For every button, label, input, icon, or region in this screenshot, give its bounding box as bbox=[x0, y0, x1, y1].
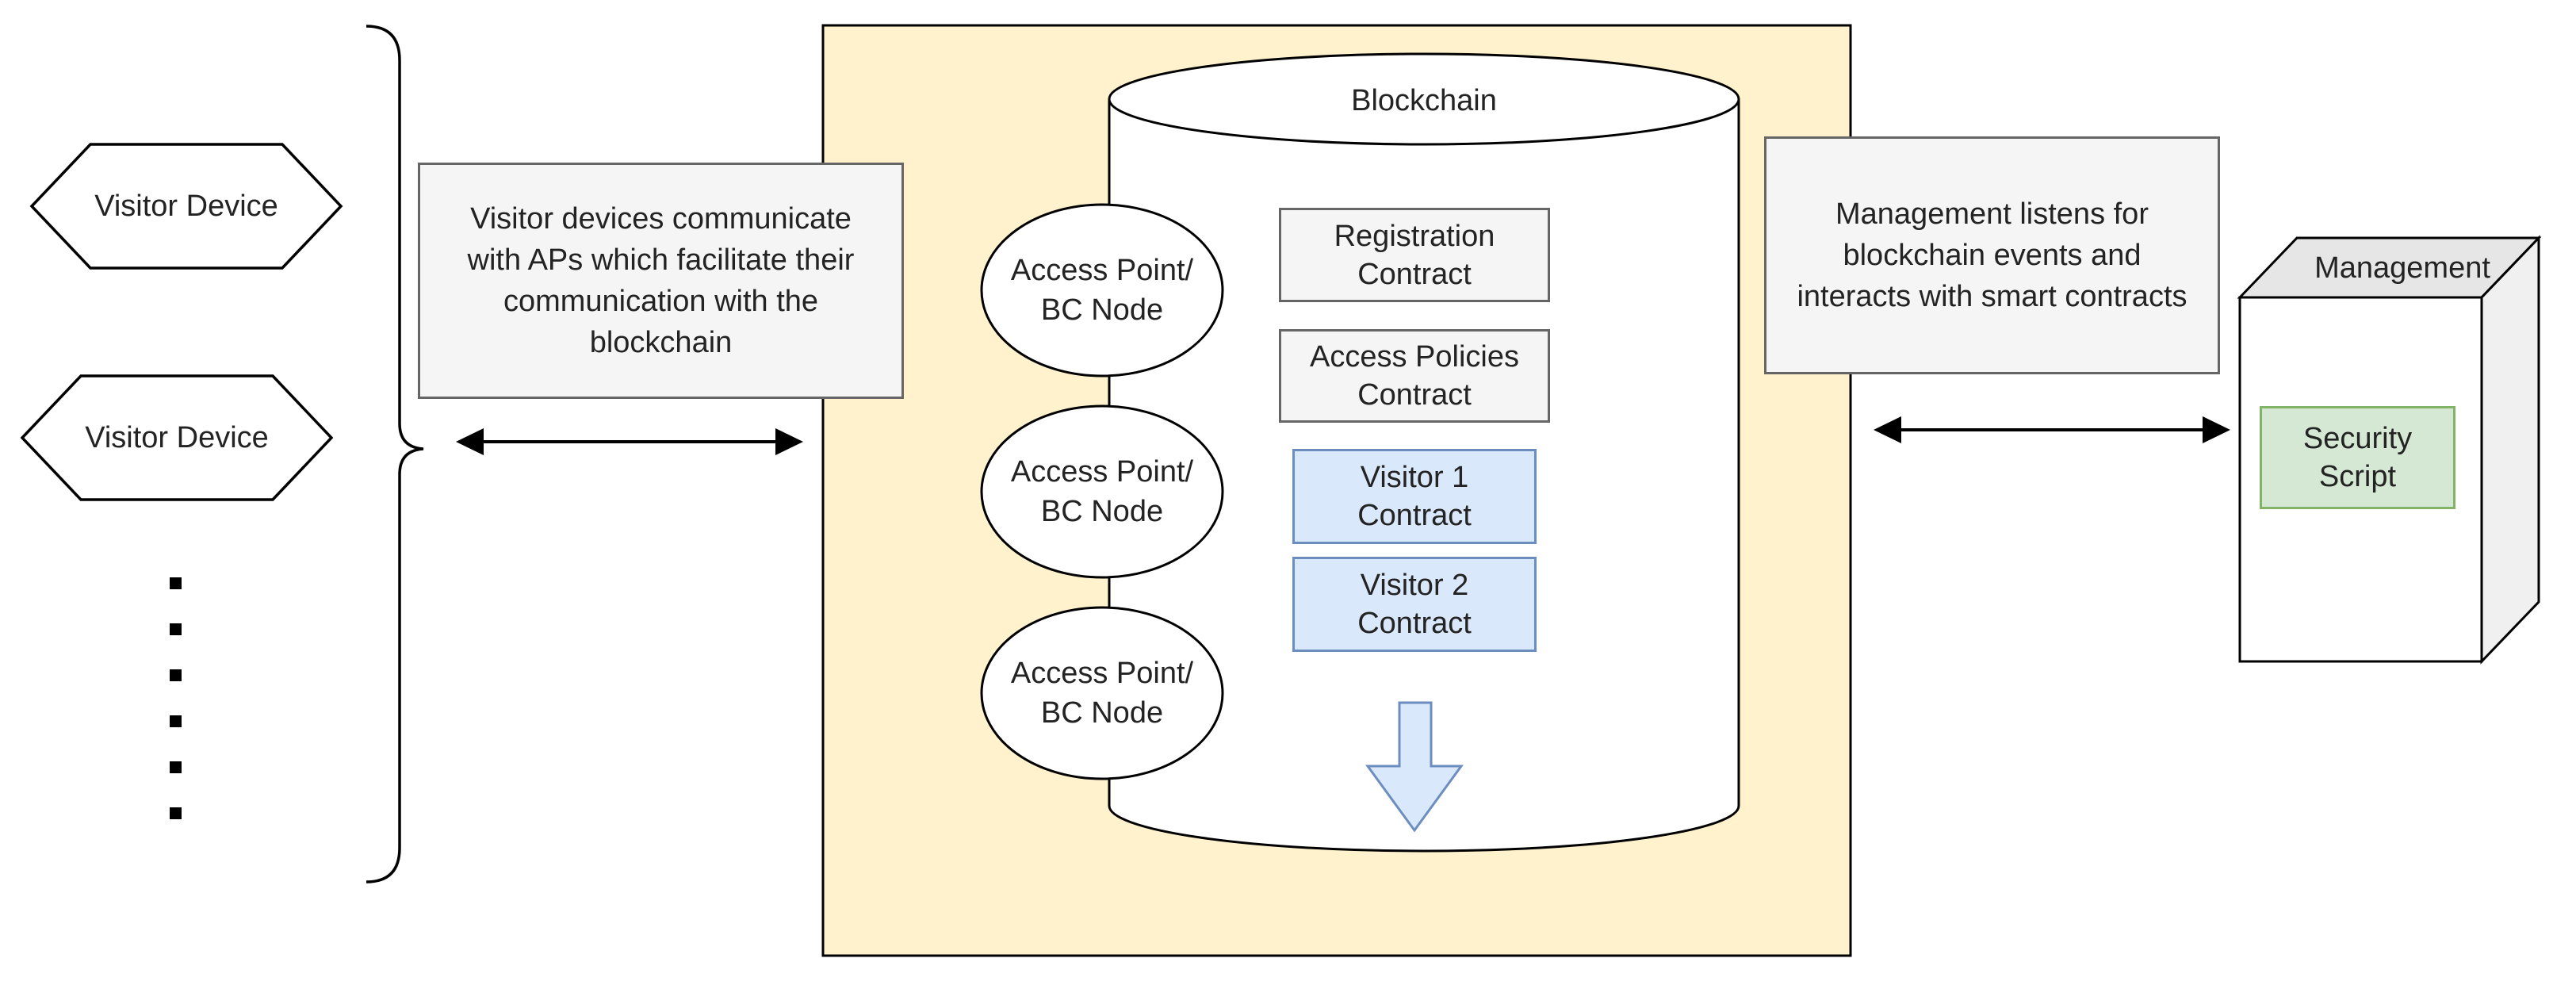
management-info-line: Management listens for bbox=[1835, 197, 2149, 231]
blockchain-management-double-arrow bbox=[1874, 416, 2230, 443]
contract-line1: Visitor 1 bbox=[1360, 461, 1469, 494]
visitor-info-line: communication with the bbox=[503, 285, 819, 318]
node-line1: Access Point/ bbox=[1010, 254, 1194, 287]
contract-line2: Contract bbox=[1357, 378, 1472, 412]
contract-line2: Contract bbox=[1357, 607, 1472, 640]
access-point-node-label: Access Point/ BC Node bbox=[982, 205, 1223, 376]
visitor-device-hexagon bbox=[29, 143, 343, 270]
visitor-device-hexagon bbox=[20, 374, 334, 501]
node-line2: BC Node bbox=[1040, 696, 1164, 730]
node-line1: Access Point/ bbox=[1010, 657, 1194, 690]
access-point-node bbox=[980, 404, 1224, 579]
security-script-box: Security Script bbox=[2260, 406, 2455, 509]
access-point-node-label: Access Point/ BC Node bbox=[982, 406, 1223, 577]
visitor-group-brace bbox=[366, 25, 424, 883]
node-line2: BC Node bbox=[1040, 293, 1164, 327]
visitor-2-contract-box: Visitor 2 Contract bbox=[1292, 557, 1537, 652]
access-point-node bbox=[980, 203, 1224, 378]
access-point-node bbox=[980, 606, 1224, 780]
node-line1: Access Point/ bbox=[1010, 455, 1194, 489]
security-script-line1: Security bbox=[2302, 422, 2413, 455]
devices-ap-double-arrow bbox=[456, 428, 803, 455]
more-devices-dots bbox=[170, 577, 182, 819]
management-cube-text: Management bbox=[2314, 251, 2490, 285]
management-info-line: interacts with smart contracts bbox=[1797, 280, 2187, 313]
contract-line2: Contract bbox=[1357, 257, 1472, 291]
registration-contract-box: Registration Contract bbox=[1279, 208, 1550, 302]
contract-line1: Access Policies bbox=[1310, 340, 1519, 374]
blockchain-cylinder-top bbox=[1108, 52, 1740, 146]
management-cube-side-face bbox=[2480, 235, 2540, 665]
visitor-info-line: blockchain bbox=[589, 326, 733, 359]
security-script-line2: Script bbox=[2318, 460, 2397, 493]
management-info-box: Management listens for blockchain events… bbox=[1764, 136, 2220, 374]
access-point-node-label: Access Point/ BC Node bbox=[982, 607, 1223, 779]
node-line2: BC Node bbox=[1040, 495, 1164, 528]
visitor-info-line: with APs which facilitate their bbox=[467, 243, 855, 277]
visitor-info-line: Visitor devices communicate bbox=[470, 202, 852, 236]
visitor-device-label: Visitor Device bbox=[22, 376, 331, 500]
contract-line1: Visitor 2 bbox=[1360, 569, 1469, 602]
visitor-device-label: Visitor Device bbox=[32, 144, 341, 268]
access-policies-contract-box: Access Policies Contract bbox=[1279, 329, 1550, 423]
visitor-1-contract-box: Visitor 1 Contract bbox=[1292, 449, 1537, 544]
contract-line1: Registration bbox=[1334, 219, 1495, 253]
visitor-device-text: Visitor Device bbox=[85, 421, 269, 454]
management-info-line: blockchain events and bbox=[1843, 239, 2142, 272]
blockchain-title: Blockchain bbox=[1109, 79, 1739, 122]
more-contracts-down-arrow bbox=[1365, 701, 1464, 833]
visitor-device-text: Visitor Device bbox=[94, 190, 278, 223]
contract-line2: Contract bbox=[1357, 499, 1472, 532]
management-cube-label: Management bbox=[2279, 247, 2525, 289]
blockchain-title-text: Blockchain bbox=[1351, 84, 1497, 117]
visitor-info-box: Visitor devices communicate with APs whi… bbox=[418, 163, 904, 399]
